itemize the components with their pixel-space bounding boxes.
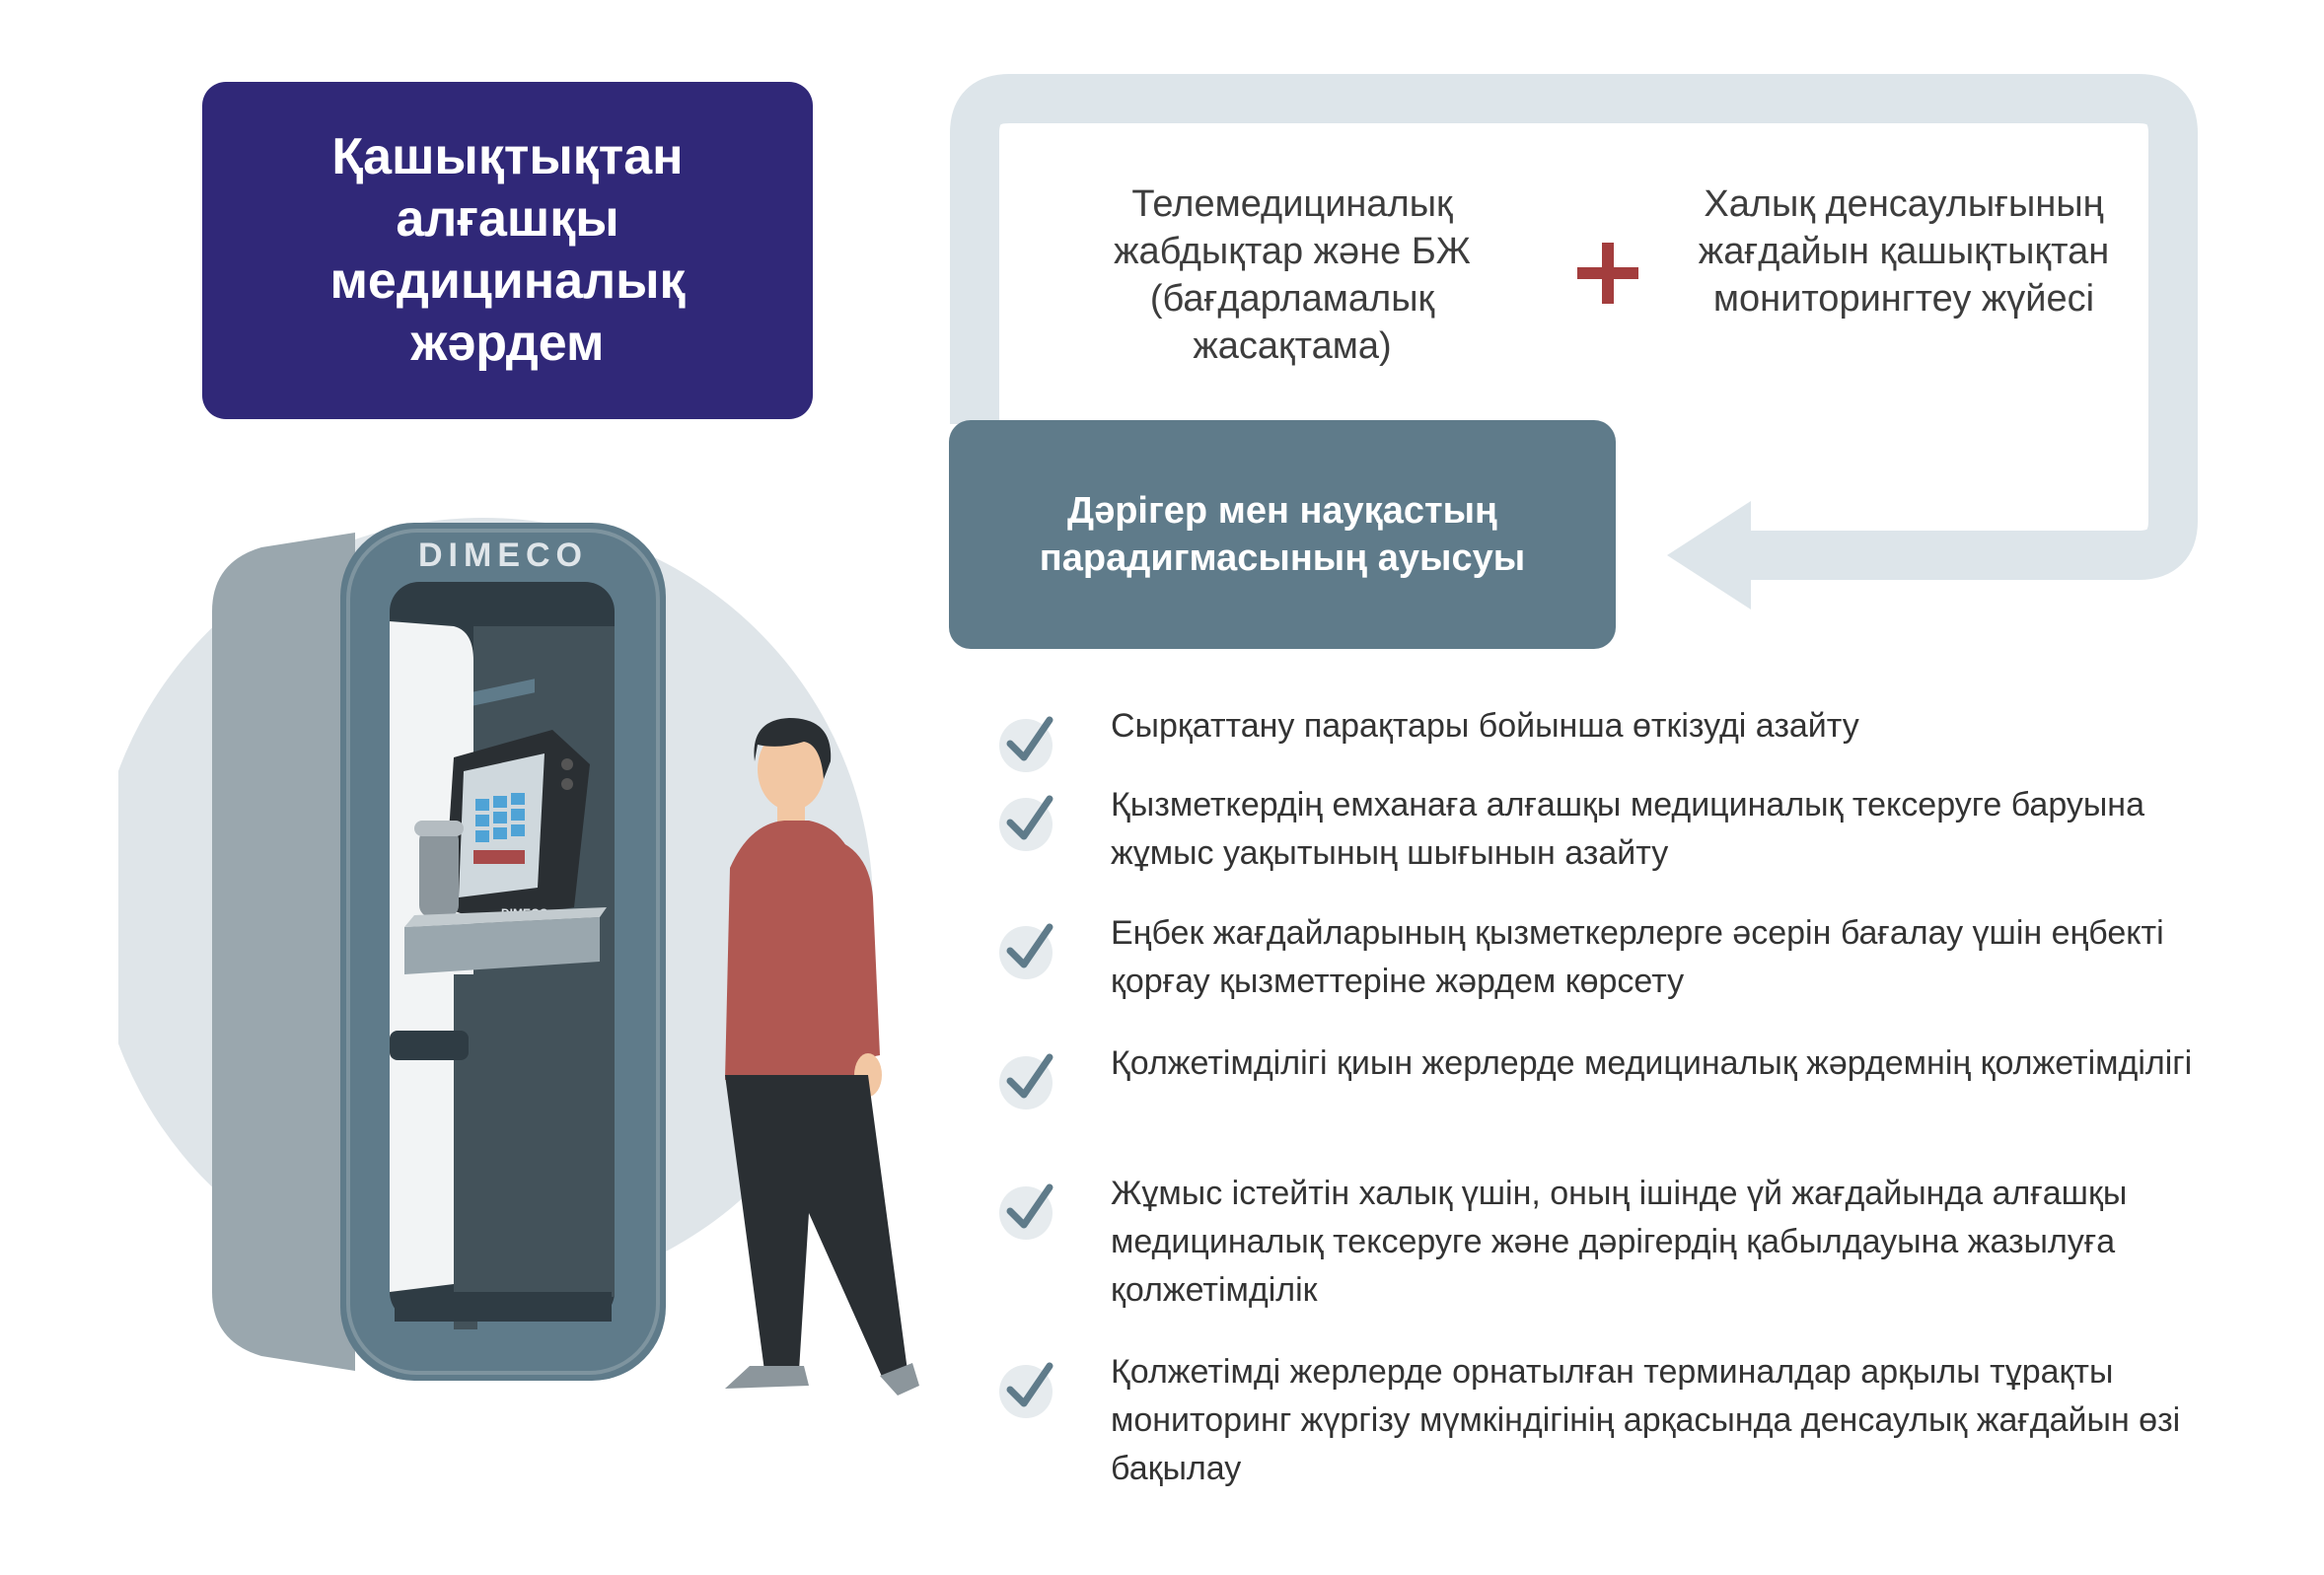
- booth-illustration: DIMECO DIMECO: [118, 518, 919, 1396]
- benefit-text: Жұмыс істейтін халық үшін, оның ішінде ү…: [1111, 1175, 2128, 1309]
- plus-icon: [1577, 243, 1638, 304]
- person-face: [758, 728, 825, 811]
- terminal-shelf: [404, 917, 600, 974]
- benefit-text: Қызметкердің емханаға алғашқы медициналы…: [1111, 786, 2144, 872]
- terminal-screen: [459, 753, 545, 897]
- telemedicine-equipment-label: Телемедициналық жабдықтар және БЖ (бағда…: [1114, 183, 1471, 367]
- benefit-text: Қолжетімділігі қиын жерлерде медициналық…: [1111, 1044, 2193, 1082]
- check-icon: [999, 1362, 1053, 1418]
- person-trousers: [725, 1075, 908, 1379]
- terminal-shelf-top: [404, 907, 607, 927]
- terminal-sensor-icon: [561, 778, 573, 790]
- benefit-text: Қолжетімді жерлерде орнатылған терминалд…: [1111, 1353, 2181, 1487]
- benefit-text: Еңбек жағдайларының қызметкерлерге әсері…: [1111, 914, 2164, 1000]
- cuff-top: [414, 821, 464, 836]
- benefit-text: Сырқаттану парақтары бойынша өткізуді аз…: [1111, 707, 1859, 745]
- person-hair: [754, 718, 832, 779]
- booth-base: [395, 1292, 612, 1322]
- check-icon: [999, 1053, 1053, 1110]
- check-icon: [999, 716, 1053, 772]
- shelf-leg: [454, 974, 477, 1329]
- check-icon: [999, 795, 1053, 851]
- terminal-header: [473, 679, 535, 706]
- booth-back-panel: [212, 533, 355, 1371]
- person-figure: [725, 718, 919, 1396]
- person-left-shoe: [725, 1366, 809, 1389]
- booth-frame-inner-edge: [346, 529, 660, 1375]
- title-box: Қашықтықтан алғашқы медициналық жәрдем: [202, 82, 813, 419]
- booth-logo: DIMECO: [418, 537, 588, 574]
- remote-monitoring-label: Халық денсаулығының жағдайын қашықтықтан…: [1698, 183, 2110, 320]
- terminal-red-button: [473, 850, 525, 864]
- booth-seat: [390, 1031, 469, 1060]
- page-title: Қашықтықтан алғашқы медициналық жәрдем: [329, 128, 686, 372]
- loop-arrow-track: [950, 74, 2198, 580]
- loop-arrow-head: [1667, 501, 1751, 609]
- paradigm-box: Дәрігер мен науқастың парадигмасының ауы…: [949, 420, 1616, 649]
- terminal-screen-grid: [475, 793, 525, 842]
- blood-pressure-cuff: [419, 828, 459, 917]
- person-right-shoe: [880, 1363, 919, 1396]
- check-icon: [999, 1183, 1053, 1240]
- check-icon: [999, 923, 1053, 979]
- terminal-camera-icon: [561, 758, 573, 770]
- person-sweater: [725, 821, 868, 1080]
- person-arm: [843, 843, 880, 1060]
- paradigm-label: Дәрігер мен науқастың парадигмасының ауы…: [1039, 490, 1526, 579]
